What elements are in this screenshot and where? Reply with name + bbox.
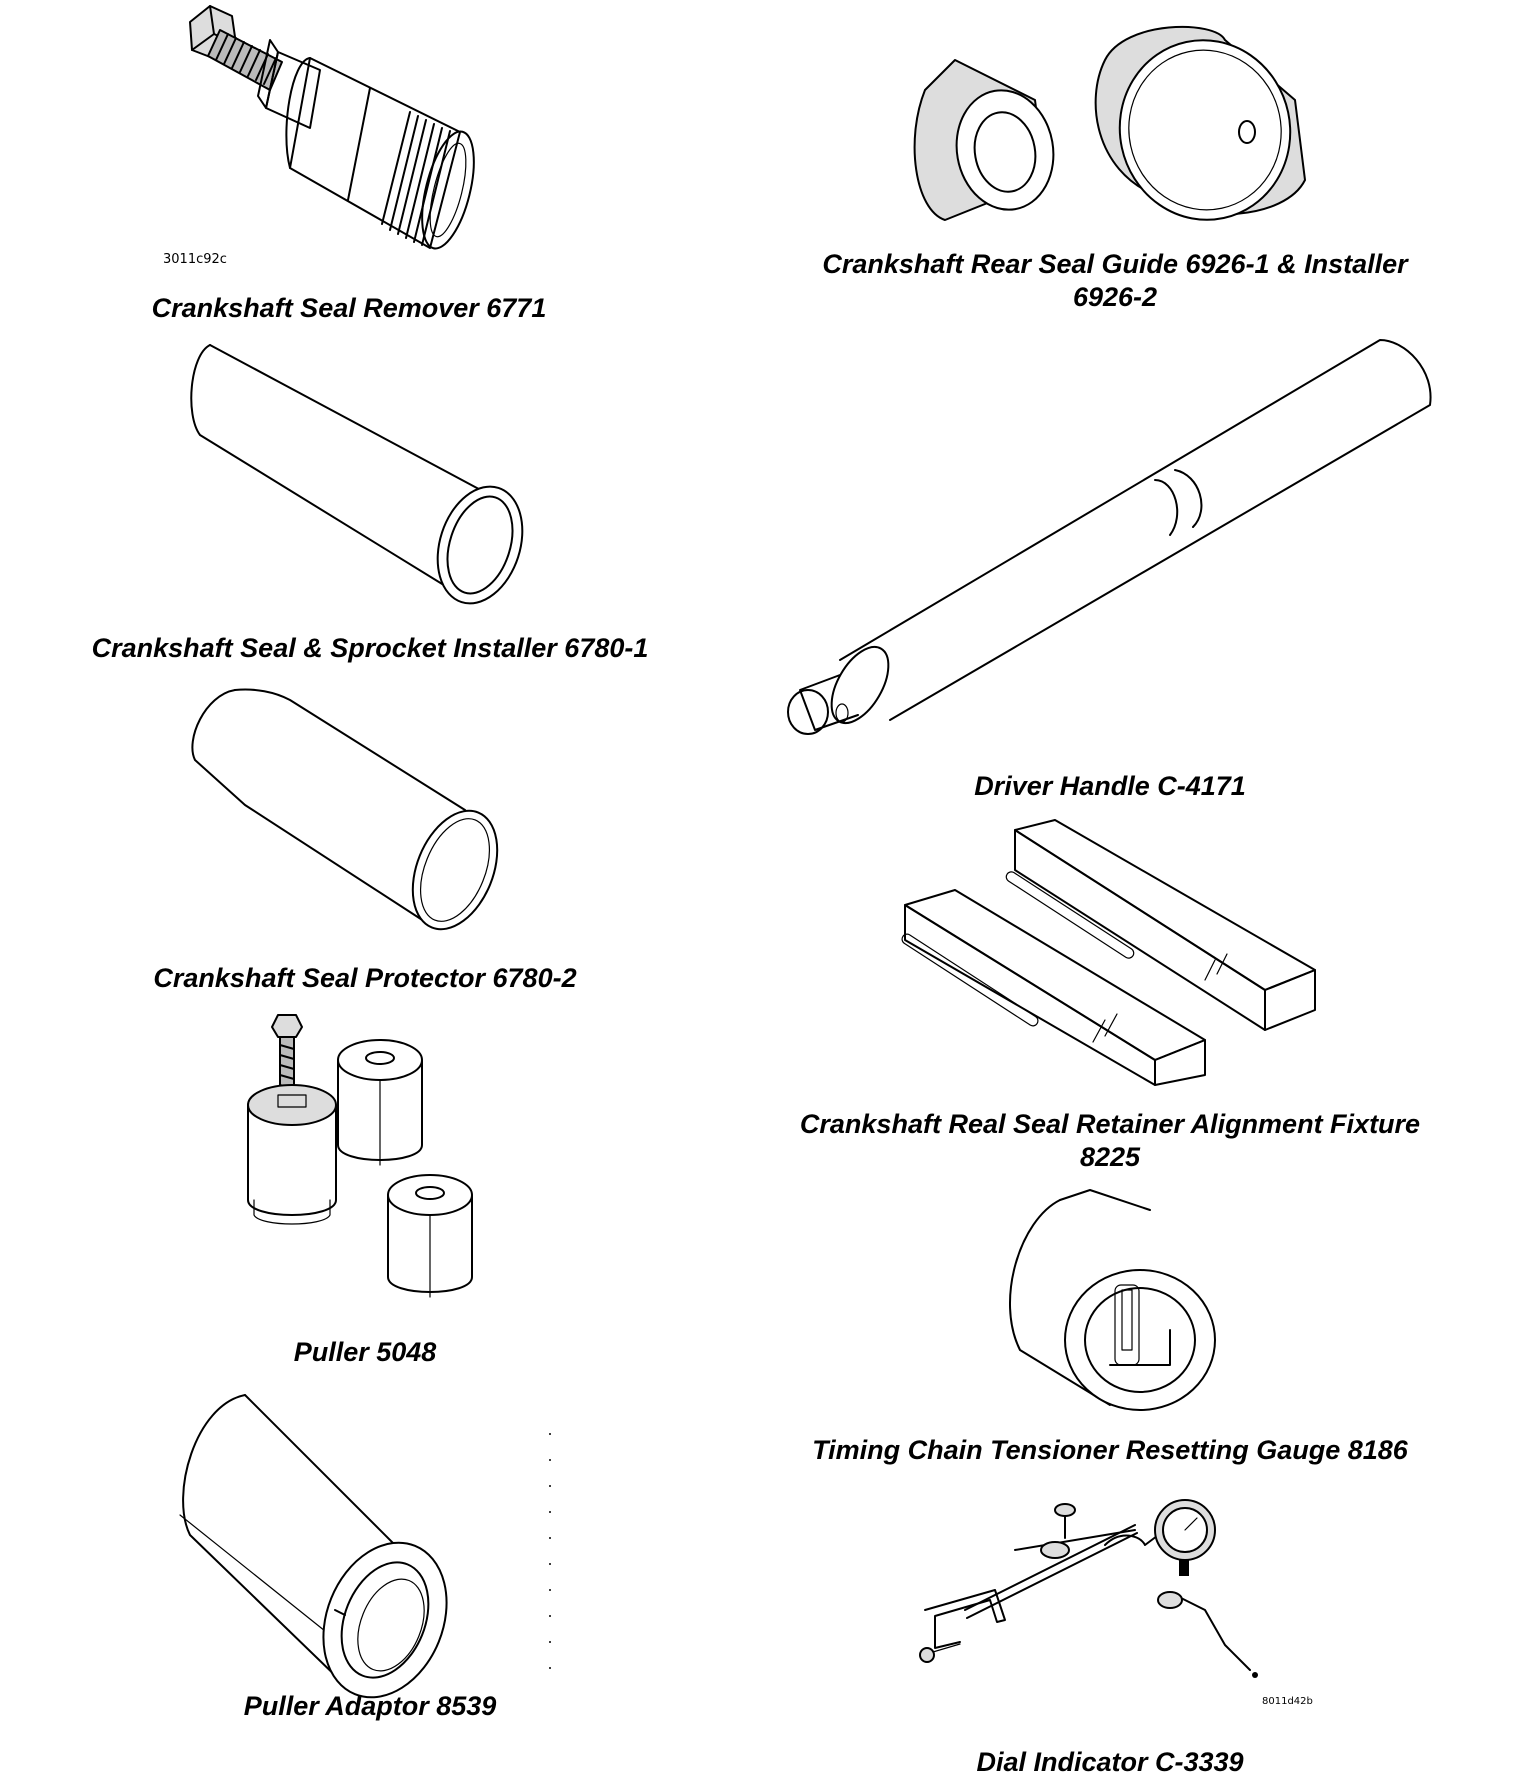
figure-code-top: 3011c92c bbox=[163, 252, 227, 267]
caption-dial-indicator: Dial Indicator C-3339 bbox=[976, 1747, 1244, 1777]
caption-rear-seal-guide-line1: Crankshaft Rear Seal Guide 6926-1 & Inst… bbox=[822, 249, 1408, 279]
caption-alignment-fixture: Crankshaft Real Seal Retainer Alignment … bbox=[760, 1108, 1460, 1174]
caption-rear-seal-guide: Crankshaft Rear Seal Guide 6926-1 & Inst… bbox=[770, 248, 1460, 314]
caption-seal-remover: Crankshaft Seal Remover 6771 bbox=[151, 293, 547, 323]
caption-tensioner-gauge: Timing Chain Tensioner Resetting Gauge 8… bbox=[812, 1435, 1408, 1465]
caption-rear-seal-guide-line2: 6926-2 bbox=[1072, 282, 1158, 312]
puller-adaptor-icon bbox=[179, 1394, 448, 1699]
caption-sprocket-installer: Crankshaft Seal & Sprocket Installer 678… bbox=[91, 633, 649, 663]
caption-seal-protector: Crankshaft Seal Protector 6780-2 bbox=[153, 963, 577, 993]
dotted-divider-icon bbox=[549, 1433, 551, 1669]
caption-puller: Puller 5048 bbox=[293, 1337, 437, 1367]
puller-icon bbox=[247, 1014, 473, 1298]
dial-indicator-icon bbox=[919, 1499, 1258, 1678]
caption-alignment-fixture-line2: 8225 bbox=[1079, 1142, 1141, 1172]
sprocket-installer-icon bbox=[190, 344, 524, 605]
tensioner-gauge-icon bbox=[1009, 1189, 1216, 1411]
figure-code-bottom: 8011d42b bbox=[1262, 1696, 1313, 1707]
caption-driver-handle: Driver Handle C-4171 bbox=[974, 771, 1246, 801]
caption-puller-adaptor: Puller Adaptor 8539 bbox=[243, 1691, 497, 1721]
rear-seal-guide-icon bbox=[913, 25, 1306, 221]
alignment-fixture-icon bbox=[901, 819, 1316, 1086]
caption-alignment-fixture-line1: Crankshaft Real Seal Retainer Alignment … bbox=[799, 1109, 1421, 1139]
driver-handle-icon bbox=[787, 339, 1432, 735]
seal-protector-icon bbox=[191, 688, 499, 931]
seal-remover-icon bbox=[189, 5, 475, 250]
